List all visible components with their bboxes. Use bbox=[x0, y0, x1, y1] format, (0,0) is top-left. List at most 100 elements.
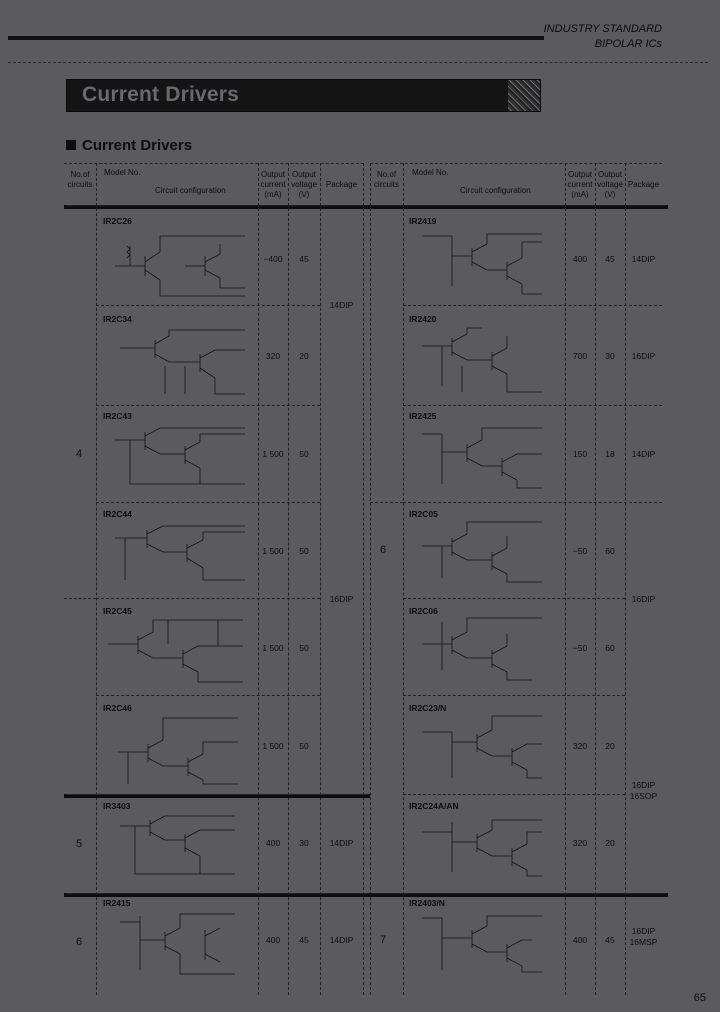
output-voltage: 20 bbox=[299, 351, 309, 361]
output-voltage: 45 bbox=[299, 935, 309, 945]
circuits-count: 7 bbox=[380, 934, 387, 946]
title-banner: Current Drivers bbox=[66, 79, 541, 112]
model-no: IR2C26 bbox=[103, 216, 132, 226]
model-no: IR2425 bbox=[409, 411, 437, 421]
output-current: 1 500 bbox=[262, 546, 284, 556]
row-divider bbox=[403, 502, 662, 503]
package: 16DIP bbox=[631, 351, 656, 361]
header-no-of-circuits: No.of circuits bbox=[67, 170, 93, 189]
circuit-diagram bbox=[422, 327, 542, 393]
row-divider bbox=[403, 794, 625, 795]
circuit-diagram bbox=[422, 819, 542, 877]
circuit-diagram bbox=[118, 717, 238, 785]
output-current: 320 bbox=[572, 741, 588, 751]
row-divider bbox=[64, 794, 370, 798]
output-current: 320 bbox=[572, 838, 588, 848]
group-divider bbox=[64, 598, 96, 599]
output-current: 400 bbox=[572, 935, 588, 945]
circuit-diagram bbox=[422, 427, 542, 489]
header-package-right: Package bbox=[627, 180, 660, 189]
model-no: IR2C34 bbox=[103, 314, 132, 324]
header-circuit-configuration-right: Circuit configuration bbox=[460, 186, 531, 195]
output-voltage: 50 bbox=[299, 741, 309, 751]
header-rule bbox=[8, 36, 544, 40]
output-current: 320 bbox=[265, 351, 281, 361]
model-no: IR3403 bbox=[103, 801, 131, 811]
output-current: 150 bbox=[572, 449, 588, 459]
category-line1: INDUSTRY STANDARD bbox=[543, 23, 662, 35]
model-no: IR2C24A/AN bbox=[409, 801, 459, 811]
row-divider bbox=[96, 695, 320, 696]
output-voltage: 50 bbox=[299, 643, 309, 653]
model-no: IR2C05 bbox=[409, 509, 438, 519]
output-voltage: 18 bbox=[605, 449, 615, 459]
circuit-diagram bbox=[108, 619, 243, 683]
model-no: IR2403/N bbox=[409, 898, 445, 908]
output-current: 400 bbox=[572, 254, 588, 264]
col-divider bbox=[403, 163, 404, 995]
output-voltage: 45 bbox=[605, 254, 615, 264]
package: 14DIP bbox=[329, 300, 354, 310]
model-no: IR2C43 bbox=[103, 411, 132, 421]
output-current: −50 bbox=[572, 643, 588, 653]
circuits-count: 5 bbox=[76, 838, 83, 850]
banner-texture bbox=[508, 80, 540, 111]
col-divider bbox=[288, 163, 289, 995]
square-bullet-icon bbox=[66, 140, 76, 150]
package: 14DIP bbox=[329, 935, 354, 945]
output-voltage: 50 bbox=[299, 449, 309, 459]
col-divider bbox=[595, 163, 596, 995]
col-divider bbox=[565, 163, 566, 995]
output-voltage: 45 bbox=[605, 935, 615, 945]
circuit-diagram bbox=[422, 521, 542, 583]
model-no: IR2C46 bbox=[103, 703, 132, 713]
output-voltage: 60 bbox=[605, 643, 615, 653]
model-no: IR2419 bbox=[409, 216, 437, 226]
row-divider bbox=[403, 598, 625, 599]
circuits-count: 4 bbox=[76, 448, 83, 460]
output-current: −50 bbox=[572, 546, 588, 556]
table-header-rule bbox=[64, 205, 370, 209]
model-no: IR2C23/N bbox=[409, 703, 447, 713]
row-divider bbox=[403, 695, 625, 696]
row-divider bbox=[96, 598, 320, 599]
circuit-diagram bbox=[120, 329, 245, 395]
header-model-no-right: Model No. bbox=[412, 168, 449, 177]
col-divider bbox=[258, 163, 259, 995]
row-divider bbox=[403, 305, 662, 306]
row-divider bbox=[64, 893, 370, 897]
section-title: Current Drivers bbox=[66, 137, 192, 154]
package: 16DIP 16MSP bbox=[629, 926, 658, 947]
output-current: 400 bbox=[265, 935, 281, 945]
package: 16DIP bbox=[329, 594, 354, 604]
output-current: 1 500 bbox=[262, 741, 284, 751]
circuit-diagram bbox=[120, 815, 235, 875]
output-current: 400 bbox=[265, 838, 281, 848]
header-circuit-configuration: Circuit configuration bbox=[155, 186, 226, 195]
section-title-text: Current Drivers bbox=[82, 137, 193, 154]
circuit-diagram bbox=[115, 427, 245, 485]
model-no: IR2C44 bbox=[103, 509, 132, 519]
package: 14DIP bbox=[631, 254, 656, 264]
header-no-of-circuits-right: No.of circuits bbox=[374, 170, 399, 189]
model-no: IR2C06 bbox=[409, 606, 438, 616]
model-no: IR2420 bbox=[409, 314, 437, 324]
row-divider bbox=[403, 405, 662, 406]
circuit-diagram bbox=[115, 525, 245, 581]
row-divider bbox=[96, 502, 320, 503]
package: 14DIP bbox=[329, 838, 354, 848]
circuit-diagram bbox=[422, 915, 542, 973]
table-top-rule-right bbox=[370, 163, 662, 164]
output-voltage: 30 bbox=[299, 838, 309, 848]
package: 14DIP bbox=[631, 449, 656, 459]
col-divider bbox=[370, 163, 371, 995]
circuit-diagram bbox=[120, 913, 235, 975]
row-divider bbox=[96, 405, 320, 406]
header-output-current-right: Output current (mA) bbox=[567, 170, 593, 199]
row-divider bbox=[370, 893, 668, 897]
output-voltage: 20 bbox=[605, 838, 615, 848]
output-voltage: 45 bbox=[299, 254, 309, 264]
col-divider bbox=[96, 163, 97, 995]
circuit-diagram bbox=[422, 715, 542, 779]
output-current: 1 500 bbox=[262, 643, 284, 653]
